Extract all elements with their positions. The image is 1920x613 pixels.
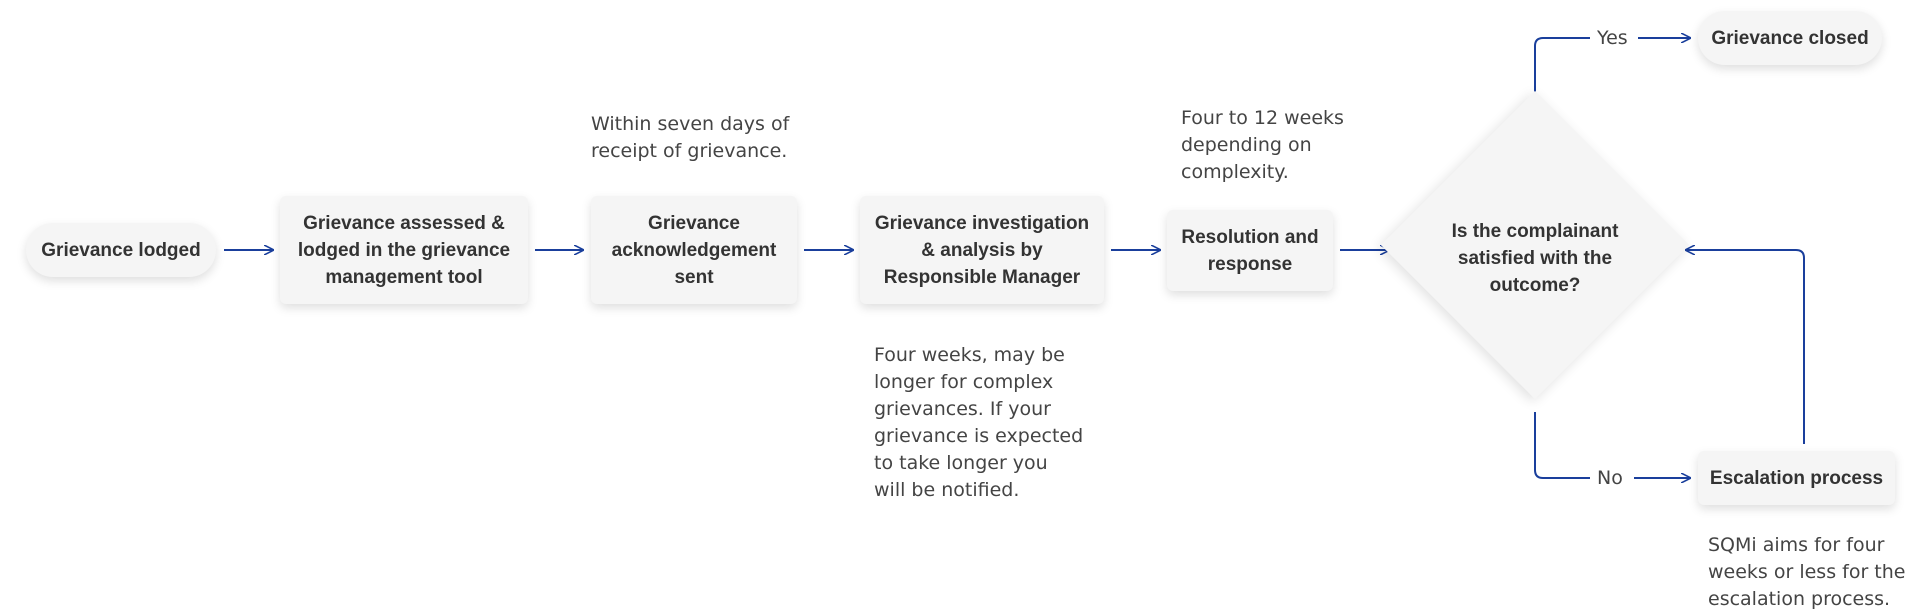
arrow-escalation-to-decision [1686, 250, 1805, 444]
node-acknowledgement-sent: Grievance acknowledgement sent [591, 196, 797, 304]
branch-label-no: No [1597, 467, 1623, 489]
note-resolution-timing: Four to 12 weeks depending on complexity… [1181, 107, 1344, 183]
node-grievance-lodged: Grievance lodged [26, 223, 216, 277]
note-escalation-timing: SQMi aims for four weeks or less for the… [1708, 534, 1906, 610]
decision-label: Is the complainant satisfied with the ou… [1451, 221, 1619, 296]
node-grievance-assessed: Grievance assessed & lodged in the griev… [280, 196, 528, 304]
note-investigation-timing: Four weeks, may be longer for complex gr… [874, 344, 1084, 501]
branch-label-yes: Yes [1597, 27, 1628, 49]
arrow-decision-yes [1534, 37, 1590, 104]
node-resolution-response: Resolution and response [1167, 210, 1333, 291]
node-grievance-closed: Grievance closed [1698, 11, 1882, 65]
node-investigation: Grievance investigation & analysis by Re… [860, 196, 1104, 304]
arrow-decision-no [1534, 412, 1590, 479]
note-acknowledgement-timing: Within seven days of receipt of grievanc… [591, 113, 790, 162]
node-escalation-process: Escalation process [1698, 451, 1895, 505]
